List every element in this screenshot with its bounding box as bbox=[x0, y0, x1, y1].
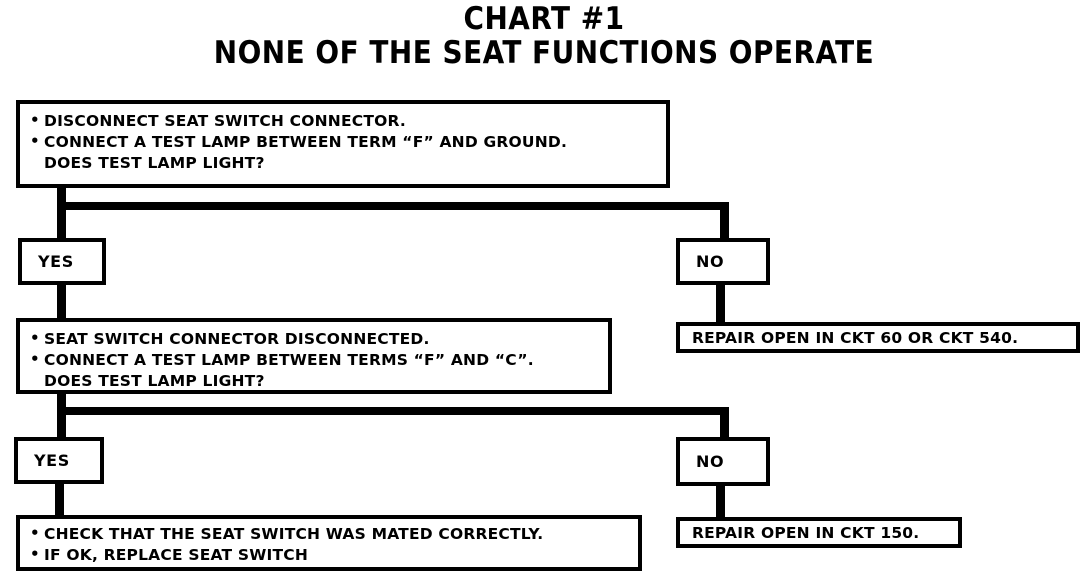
step2-no-label: NO bbox=[696, 452, 725, 471]
step1-no-result-box: REPAIR OPEN IN CKT 60 OR CKT 540. bbox=[676, 322, 1080, 353]
step1-no-label: NO bbox=[696, 252, 725, 271]
step2-box: SEAT SWITCH CONNECTOR DISCONNECTED. CONN… bbox=[16, 318, 612, 394]
step2-yes-box: YES bbox=[14, 437, 104, 484]
connector-step1-no-down bbox=[716, 283, 725, 323]
step1-no-box: NO bbox=[676, 238, 770, 285]
connector-step2-to-yes bbox=[57, 407, 66, 443]
connector-step1-to-yes bbox=[57, 202, 66, 242]
connector-step1-to-no bbox=[720, 202, 729, 242]
connector-step2-down-stub bbox=[57, 394, 66, 414]
step1-box: DISCONNECT SEAT SWITCH CONNECTOR. CONNEC… bbox=[16, 100, 670, 188]
step2-line-3: DOES TEST LAMP LIGHT? bbox=[44, 372, 265, 390]
step1-yes-label: YES bbox=[38, 252, 74, 271]
connector-step1-down-stub bbox=[57, 188, 66, 208]
step2-no-result-box: REPAIR OPEN IN CKT 150. bbox=[676, 517, 962, 548]
step2-yes-result-box: CHECK THAT THE SEAT SWITCH WAS MATED COR… bbox=[16, 515, 642, 571]
chart-title: CHART #1 bbox=[463, 1, 625, 37]
step2-line-1: SEAT SWITCH CONNECTOR DISCONNECTED. bbox=[30, 328, 608, 350]
chart-subtitle: NONE OF THE SEAT FUNCTIONS OPERATE bbox=[213, 35, 875, 71]
step2-no-box: NO bbox=[676, 437, 770, 486]
step2-yes-result-line-1: CHECK THAT THE SEAT SWITCH WAS MATED COR… bbox=[30, 523, 638, 545]
connector-step2-no-down bbox=[716, 484, 725, 517]
step1-line-1: DISCONNECT SEAT SWITCH CONNECTOR. bbox=[30, 110, 666, 132]
connector-step2-bus bbox=[57, 407, 729, 415]
step1-no-result-label: REPAIR OPEN IN CKT 60 OR CKT 540. bbox=[692, 328, 1019, 347]
step2-yes-result-line-2: IF OK, REPLACE SEAT SWITCH bbox=[30, 544, 638, 566]
connector-step2-yes-down bbox=[55, 482, 64, 516]
step2-yes-label: YES bbox=[34, 451, 70, 470]
connector-step1-yes-down bbox=[57, 283, 66, 319]
step2-no-result-label: REPAIR OPEN IN CKT 150. bbox=[692, 523, 920, 542]
step1-line-3: DOES TEST LAMP LIGHT? bbox=[44, 154, 265, 172]
step1-line-2: CONNECT A TEST LAMP BETWEEN TERM “F” AND… bbox=[30, 131, 666, 153]
connector-step1-bus bbox=[57, 202, 729, 210]
step2-line-2: CONNECT A TEST LAMP BETWEEN TERMS “F” AN… bbox=[30, 349, 608, 371]
connector-step2-to-no bbox=[720, 407, 729, 443]
step1-yes-box: YES bbox=[18, 238, 106, 285]
